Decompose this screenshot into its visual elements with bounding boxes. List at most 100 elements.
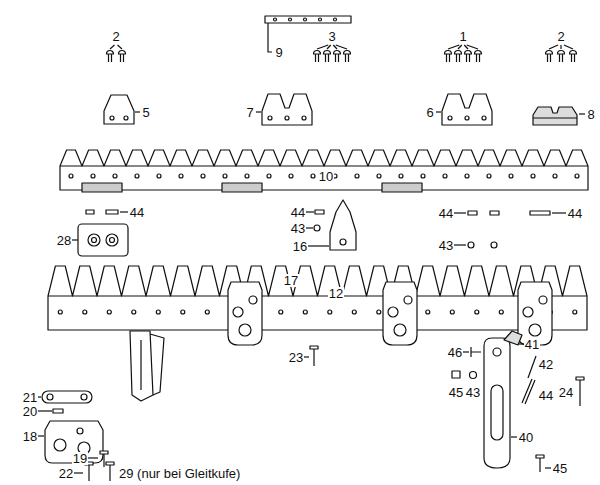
rivet xyxy=(558,51,565,63)
knife-head xyxy=(383,282,417,345)
callout-number: 10 xyxy=(318,170,334,183)
leader-line xyxy=(317,45,328,49)
bolts-bottom-left xyxy=(100,451,108,454)
drive-arm xyxy=(150,334,164,395)
rivet-hole xyxy=(289,174,293,178)
rivet-strip xyxy=(319,18,322,21)
drive-lever xyxy=(504,331,522,345)
callout-number: 19 xyxy=(72,452,88,465)
rivet xyxy=(314,51,321,63)
rivet-hole xyxy=(553,174,557,178)
bolts xyxy=(120,211,128,212)
bolts-bottom-left xyxy=(106,462,114,465)
callout-number: 17 xyxy=(283,274,299,287)
double-section xyxy=(285,116,289,120)
callout-number: 18 xyxy=(22,430,38,443)
drive-lever xyxy=(545,467,551,468)
rivet xyxy=(455,51,462,63)
bolts-bottom-left xyxy=(88,465,89,481)
callout-number: 6 xyxy=(425,106,434,119)
rivet-hole xyxy=(352,310,356,314)
flat-section xyxy=(533,107,577,125)
rivet xyxy=(445,51,452,62)
drive-lever xyxy=(522,379,535,404)
rivet-strip xyxy=(268,23,272,52)
rivet-groups xyxy=(107,45,577,62)
rivet-strip xyxy=(289,18,292,21)
leader-line xyxy=(467,45,478,49)
callout-number: 23 xyxy=(288,351,304,364)
single-section xyxy=(314,225,320,231)
bolts-washers xyxy=(454,212,466,213)
rivet-hole xyxy=(135,174,139,178)
bolts-washers xyxy=(454,211,566,248)
bolts xyxy=(106,210,118,214)
drive-lever xyxy=(579,380,580,406)
clamp-plate xyxy=(110,238,115,243)
single-section xyxy=(308,245,329,246)
rivet-hole xyxy=(279,310,283,314)
knife-section xyxy=(135,111,140,112)
knife-10-heads xyxy=(82,183,422,192)
rivet-hole xyxy=(181,310,185,314)
rivet-hole xyxy=(91,174,95,178)
double-section xyxy=(448,116,452,120)
single-section xyxy=(306,227,313,228)
clamp-plate xyxy=(88,234,100,246)
leader-line xyxy=(118,45,123,49)
rivet-hole xyxy=(509,174,513,178)
drive-lever xyxy=(493,348,501,356)
double-section xyxy=(465,116,469,120)
double-section xyxy=(482,116,486,120)
drive-lever xyxy=(470,372,477,379)
knife-section xyxy=(104,95,140,124)
rivet-hole xyxy=(83,310,87,314)
link xyxy=(37,410,52,411)
callout-number: 2 xyxy=(111,30,120,43)
drive-lever xyxy=(471,347,481,357)
double-section xyxy=(436,111,441,112)
callout-number: 46 xyxy=(447,346,463,359)
bolts-bottom-left xyxy=(109,465,110,481)
knife-head xyxy=(529,324,541,336)
rivet-hole xyxy=(205,310,209,314)
drive-lever xyxy=(484,338,510,468)
rivet-hole xyxy=(443,174,447,178)
callout-number: 1 xyxy=(458,30,467,43)
bolts-washers xyxy=(490,211,499,215)
rivet-hole xyxy=(399,174,403,178)
rivet-hole xyxy=(531,174,535,178)
drive-lever xyxy=(576,377,584,380)
flat-section xyxy=(533,117,577,118)
double-section xyxy=(436,94,492,125)
drive-lever xyxy=(528,356,536,378)
drive-lever xyxy=(463,351,469,352)
knife-head xyxy=(539,296,547,304)
bolt-23 xyxy=(304,346,318,366)
double-section xyxy=(262,94,312,125)
clamp-plate xyxy=(92,238,97,243)
bolt-23 xyxy=(304,356,309,357)
rivet-hole xyxy=(573,310,577,314)
callout-number: 22 xyxy=(58,467,74,480)
leader-line xyxy=(336,45,347,49)
knife-section xyxy=(110,116,114,120)
rivet-hole xyxy=(465,174,469,178)
callout-number: 8 xyxy=(586,108,595,121)
rivet-hole xyxy=(487,174,491,178)
rivet-hole xyxy=(107,310,111,314)
rivet xyxy=(324,51,331,63)
double-section xyxy=(256,111,261,112)
bolts-washers xyxy=(454,244,466,245)
rivet-hole xyxy=(450,310,454,314)
single-section xyxy=(340,239,346,245)
drive-lever xyxy=(536,455,544,458)
rivet-hole xyxy=(132,310,136,314)
rivet-hole xyxy=(201,174,205,178)
callout-number: 43 xyxy=(290,222,306,235)
knife-head-18 xyxy=(54,439,66,451)
knife-head xyxy=(233,307,243,317)
rivet-hole xyxy=(303,310,307,314)
rivet-hole xyxy=(426,310,430,314)
drive-arm xyxy=(130,331,164,401)
